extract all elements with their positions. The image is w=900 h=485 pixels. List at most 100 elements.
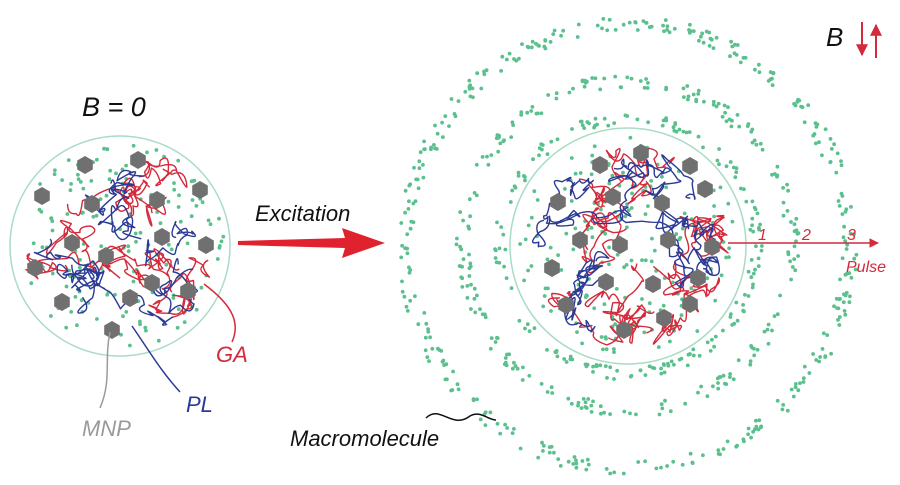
macromolecule-dot <box>537 44 541 48</box>
macromolecule-dot <box>95 317 99 321</box>
polymer-chain <box>101 244 169 277</box>
macromolecule-dot <box>646 81 650 85</box>
macromolecule-dot <box>413 199 418 204</box>
macromolecule-dot <box>512 427 516 431</box>
macromolecule-dot <box>91 214 96 219</box>
macromolecule-dot <box>844 247 849 251</box>
macromolecule-dot <box>622 409 627 414</box>
macromolecule-leader-line <box>425 412 497 422</box>
macromolecule-dot <box>545 390 550 394</box>
mnp-hexagon <box>64 234 80 252</box>
macromolecule-dot <box>746 269 751 274</box>
macromolecule-dot <box>696 92 701 96</box>
macromolecule-dot <box>472 296 477 301</box>
macromolecule-dot <box>613 28 618 32</box>
macromolecule-dot <box>50 219 55 224</box>
macromolecule-dot <box>583 362 588 367</box>
macromolecule-dot <box>104 193 109 198</box>
macromolecule-dot <box>806 103 811 108</box>
macromolecule-dot <box>579 406 584 410</box>
macromolecule-dot <box>595 23 600 28</box>
macromolecule-dot <box>652 248 657 253</box>
macromolecule-dot <box>495 220 499 225</box>
macromolecule-dot <box>694 97 699 102</box>
macromolecule-dot <box>843 239 848 243</box>
macromolecule-dot <box>839 159 843 164</box>
macromolecule-dot <box>770 83 775 88</box>
macromolecule-dot <box>102 146 106 151</box>
macromolecule-dot <box>603 335 608 339</box>
macromolecule-dot <box>60 178 64 183</box>
macromolecule-dot <box>825 333 830 337</box>
macromolecule-dot <box>78 180 83 184</box>
mnp-hexagon <box>558 296 574 314</box>
macromolecule-dot <box>543 46 548 51</box>
macromolecule-dot <box>844 207 849 212</box>
macromolecule-dot <box>474 162 479 167</box>
macromolecule-dot <box>512 360 516 365</box>
macromolecule-dot <box>566 459 571 464</box>
macromolecule-dot <box>749 435 753 440</box>
macromolecule-dot <box>432 143 436 147</box>
macromolecule-dot <box>843 312 848 317</box>
polymer-chain <box>655 206 716 240</box>
macromolecule-dot <box>555 137 560 142</box>
macromolecule-dot <box>171 296 176 300</box>
macromolecule-dot <box>412 165 416 170</box>
macromolecule-dot <box>407 183 412 188</box>
polymer-chain <box>572 251 610 306</box>
polymer-chain <box>608 154 696 218</box>
macromolecule-dot <box>108 168 113 173</box>
macromolecule-dot <box>429 147 433 152</box>
macromolecule-dot <box>585 293 589 298</box>
pl-leader-line <box>131 325 181 393</box>
macromolecule-dot <box>182 320 187 324</box>
macromolecule-dot <box>52 172 57 177</box>
macromolecule-dot <box>154 148 159 152</box>
macromolecule-dot <box>430 346 435 351</box>
macromolecule-dot <box>607 181 612 186</box>
macromolecule-dot <box>540 440 544 445</box>
macromolecule-dot <box>589 172 594 177</box>
macromolecule-dot <box>455 382 460 387</box>
macromolecule-dot <box>711 102 716 107</box>
mnp-hexagon <box>192 181 208 199</box>
macromolecule-dot <box>746 294 751 298</box>
macromolecule-dot <box>755 211 760 216</box>
macromolecule-dot <box>221 234 226 239</box>
macromolecule-dot <box>849 275 854 280</box>
macromolecule-dot <box>633 20 638 25</box>
macromolecule-dot <box>672 26 677 31</box>
macromolecule-dot <box>534 111 539 116</box>
macromolecule-dot <box>493 248 498 253</box>
macromolecule-dot <box>509 135 514 140</box>
macromolecule-dot <box>433 123 437 128</box>
macromolecule-dot <box>526 45 531 50</box>
macromolecule-dot <box>172 187 177 192</box>
macromolecule-dot <box>659 366 663 371</box>
macromolecule-dot <box>571 247 576 252</box>
macromolecule-dot <box>49 216 54 221</box>
macromolecule-dot <box>836 199 841 203</box>
mnp-cores-left <box>27 151 214 339</box>
macromolecule-dot <box>536 455 541 460</box>
macromolecule-dot <box>789 277 793 282</box>
macromolecule-dot <box>567 90 572 95</box>
macromolecule-dot <box>441 358 446 363</box>
macromolecule-dot <box>105 147 109 151</box>
macromolecule-dot <box>685 84 690 88</box>
polymer-chain <box>542 176 595 225</box>
macromolecule-dot <box>751 282 755 287</box>
macromolecule-dot <box>756 256 761 261</box>
macromolecule-dot <box>757 418 762 423</box>
macromolecule-dot <box>720 114 725 119</box>
macromolecule-dot <box>716 386 721 391</box>
macromolecule-dot <box>785 182 789 187</box>
mnp-hexagon <box>612 236 628 254</box>
macromolecule-dot <box>814 125 819 129</box>
macromolecule-dot <box>505 57 509 62</box>
excitation-label: Excitation <box>255 201 350 226</box>
macromolecule-dot <box>781 213 786 218</box>
polymer-chain <box>97 179 142 241</box>
macromolecule-dot <box>673 121 678 125</box>
